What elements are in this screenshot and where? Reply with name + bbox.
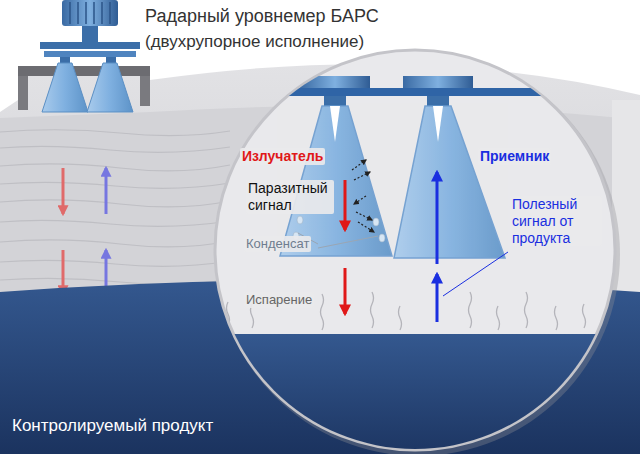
node-text: Контролируемый продукт bbox=[12, 416, 213, 436]
parasitic-signal-label: Паразитный сигнал bbox=[246, 180, 334, 214]
subtitle: (двухрупорное исполнение) bbox=[145, 32, 364, 52]
useful-signal-label: Полезный сигнал от продукта bbox=[510, 196, 602, 246]
receiver-label: Приемник bbox=[478, 148, 551, 165]
product-band: Контролируемый продукт bbox=[0, 300, 640, 454]
emitter-label: Излучатель bbox=[240, 148, 325, 165]
evaporation-label: Испарение bbox=[244, 292, 314, 308]
condensate-label: Конденсат bbox=[244, 236, 311, 252]
diagram-title: Радарный уровнемер БАРС bbox=[145, 6, 379, 28]
